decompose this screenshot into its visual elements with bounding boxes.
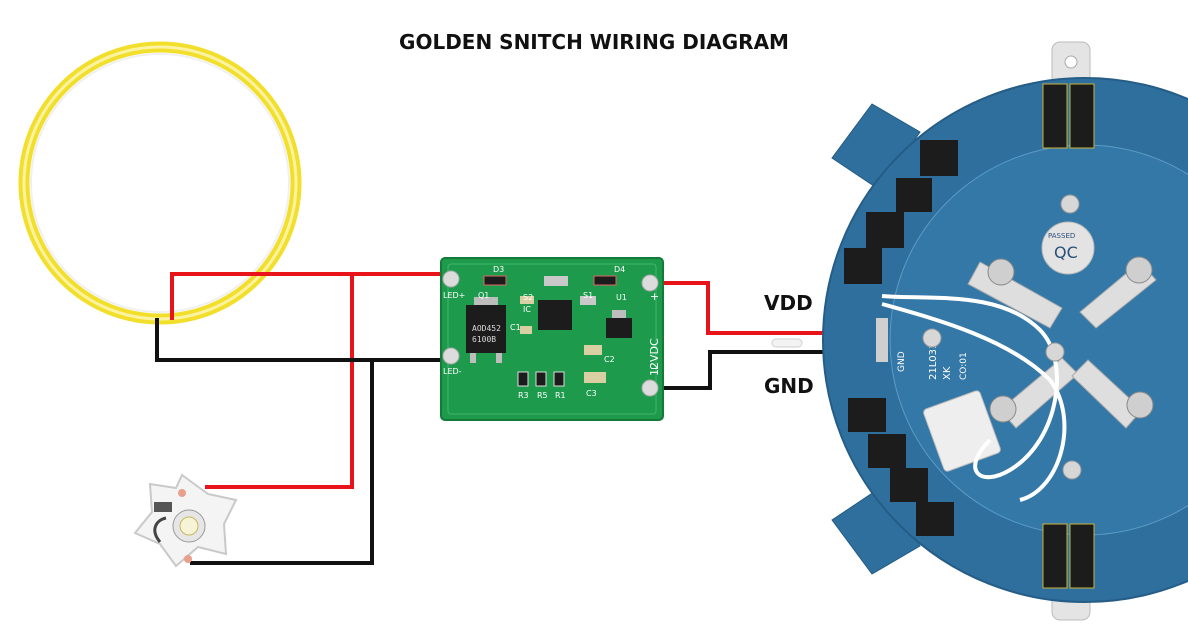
star-led (133, 473, 238, 568)
gnd-label: GND (764, 374, 814, 398)
silk-12vdc: 12VDC (648, 338, 661, 376)
silk-s1: S1 (583, 291, 593, 300)
silk-c2: C2 (604, 355, 615, 364)
silk-led-plus: LED+ (443, 291, 465, 300)
controller-silk-1: 21L031 (928, 343, 939, 380)
controller-pad-label: GND (897, 351, 907, 372)
chip-line-2: 6100B (472, 335, 496, 344)
silk-c3: C3 (586, 389, 597, 398)
diode-d4 (593, 275, 617, 286)
pad-led-plus (442, 270, 460, 288)
silk-s2: S2 (523, 293, 533, 302)
silk-r5: R5 (537, 391, 548, 400)
qc-sticker-word: PASSED (1048, 232, 1075, 240)
regulator (606, 318, 632, 338)
chip-line-1: AOD452 (472, 324, 501, 333)
wire-red-vdd (650, 281, 882, 335)
silk-d4: D4 (614, 265, 625, 274)
silk-minus: − (650, 362, 659, 375)
ic-chip (538, 300, 572, 330)
silk-r3: R3 (518, 391, 529, 400)
pad-plus (641, 274, 659, 292)
pad-minus (641, 379, 659, 397)
silk-u1: U1 (616, 293, 627, 302)
silk-plus: + (650, 290, 659, 303)
silk-d3: D3 (493, 265, 504, 274)
qc-sticker-letters: QC (1054, 243, 1078, 262)
silk-led-minus: LED- (443, 367, 462, 376)
silk-c1: C1 (510, 323, 521, 332)
vdd-label: VDD (764, 291, 813, 315)
wire-black-star-led (190, 360, 374, 565)
wire-connector (771, 338, 803, 348)
cob-led-ring (18, 41, 302, 325)
diode-d3 (483, 275, 507, 286)
controller-board: QC PASSED GND 21L031 XK CO:01 (822, 41, 1188, 621)
silk-q1: Q1 (478, 291, 489, 300)
driver-board: AOD452 6100B D3 D4 LED+ LED- Q1 U1 S1 S2… (440, 257, 664, 421)
wires (155, 272, 882, 565)
wire-black-gnd (650, 350, 882, 390)
wire-red-ring (170, 272, 448, 320)
silk-r1: R1 (555, 391, 566, 400)
controller-silk-2: XK (942, 366, 953, 380)
wire-red-star-led (205, 274, 354, 489)
controller-silk-3: CO:01 (959, 352, 969, 380)
silk-ic: IC (523, 305, 531, 314)
mosfet (466, 305, 506, 353)
diagram-title: GOLDEN SNITCH WIRING DIAGRAM (399, 30, 789, 54)
pad-led-minus (442, 347, 460, 365)
wire-black-ring (155, 318, 448, 362)
